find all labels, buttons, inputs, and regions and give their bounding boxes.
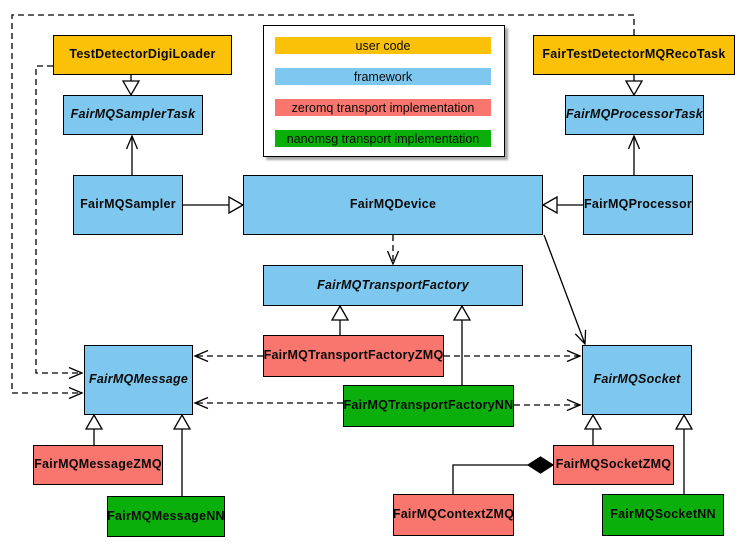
arrowhead-triangle-fairmqmessagezmq-to-fairmqmessage [84,413,104,430]
class-label-fairmqtransportfactory: FairMQTransportFactory [317,277,469,292]
class-box-fairmqsamplertask: FairMQSamplerTask [63,95,203,135]
arrowhead-triangle-fairmqprocessor-to-fairmqdevice [541,195,558,215]
arrowhead-chevron-fairmqdevice-to-fairmqsocket [574,329,587,346]
class-box-fairmqsocketzmq: FairMQSocketZMQ [553,445,674,485]
class-label-fairmqmessagezmq: FairMQMessageZMQ [34,457,162,472]
arrowhead-chevron-fairmqtransportfactoryzmq-to-fairmqsocket [566,349,582,363]
arrowhead-triangle-fairmqtransportfactorynn-to-fairmqtransportfactory [452,304,472,321]
class-label-fairmqsocket: FairMQSocket [593,372,681,387]
arrowhead-chevron-fairmqprocessor-to-fairmqprocessortask [627,134,641,150]
arrowhead-triangle-fairmqsocketnn-to-fairmqsocket [674,413,694,430]
class-box-fairmqmessagezmq: FairMQMessageZMQ [33,445,163,485]
edge-fairtestdetectormqrecotask-to-fairmqmessage [11,14,635,394]
arrowhead-triangle-testdetectordigiloader-to-fairmqsamplertask [121,80,141,97]
class-box-fairmqtransportfactorynn: FairMQTransportFactoryNN [343,385,514,427]
class-label-fairmqsampler: FairMQSampler [80,197,176,212]
legend-label-nanomsg: nanomsg transport implementation [286,131,480,146]
class-label-fairmqtransportfactorynn: FairMQTransportFactoryNN [343,398,514,413]
class-box-testdetectordigiloader: TestDetectorDigiLoader [53,35,232,75]
edge-fairmqcontextzmq-to-fairmqsocketzmq [452,464,528,494]
class-label-fairmqprocessortask: FairMQProcessorTask [566,107,703,122]
class-box-fairmqprocessortask: FairMQProcessorTask [565,95,704,135]
class-label-fairmqcontextzmq: FairMQContextZMQ [392,507,515,522]
class-box-fairmqsocketnn: FairMQSocketNN [602,494,724,536]
arrowhead-chevron-fairmqsampler-to-fairmqsamplertask [125,134,139,150]
arrowhead-triangle-fairmqsampler-to-fairmqdevice [228,195,245,215]
legend: user code framework zeromq transport imple… [263,25,505,157]
arrowhead-diamond-fairmqcontextzmq-to-fairmqsocketzmq [526,456,555,474]
arrowhead-triangle-fairmqtransportfactoryzmq-to-fairmqtransportfactory [330,304,350,321]
class-label-testdetectordigiloader: TestDetectorDigiLoader [69,47,216,62]
edge-fairmqdevice-to-fairmqsocket [543,234,586,345]
legend-item-zeromq: zeromq transport implementation [275,99,491,116]
class-label-fairmqprocessor: FairMQProcessor [584,197,692,212]
legend-label-user: user code [355,38,411,53]
class-label-fairmqsocketnn: FairMQSocketNN [610,507,716,522]
class-box-fairmqtransportfactoryzmq: FairMQTransportFactoryZMQ [263,335,444,377]
arrowhead-chevron-fairtestdetectormqrecotask-to-fairmqmessage [68,386,84,400]
class-label-fairmqtransportfactoryzmq: FairMQTransportFactoryZMQ [263,348,444,363]
arrowhead-triangle-fairmqmessagenn-to-fairmqmessage [172,413,192,430]
legend-label-framework: framework [353,69,413,84]
arrowhead-chevron-fairmqtransportfactorynn-to-fairmqmessage [193,396,209,410]
class-box-fairmqcontextzmq: FairMQContextZMQ [393,494,514,536]
class-box-fairmqprocessor: FairMQProcessor [583,175,693,235]
legend-item-nanomsg: nanomsg transport implementation [275,130,491,147]
class-label-fairmqmessagenn: FairMQMessageNN [107,508,225,523]
class-box-fairmqtransportfactory: FairMQTransportFactory [263,265,523,306]
class-label-fairmqsocketzmq: FairMQSocketZMQ [555,457,672,472]
arrowhead-triangle-fairmqsocketzmq-to-fairmqsocket [583,413,603,430]
arrowhead-chevron-fairmqtransportfactoryzmq-to-fairmqmessage [193,349,209,363]
class-box-fairmqsampler: FairMQSampler [73,175,183,235]
arrowhead-chevron-fairmqdevice-to-fairmqtransportfactory [386,250,400,266]
class-box-fairmqdevice: FairMQDevice [243,175,543,235]
class-box-fairmqmessagenn: FairMQMessageNN [107,496,225,537]
edge-testdetectordigiloader-to-fairmqmessage [35,65,82,374]
class-label-fairmqsamplertask: FairMQSamplerTask [70,107,196,122]
class-label-fairmqmessage: FairMQMessage [88,372,189,387]
class-label-fairtestdetectormqrecotask: FairTestDetectorMQRecoTask [542,47,726,62]
class-label-fairmqdevice: FairMQDevice [349,197,437,212]
legend-item-user: user code [275,37,491,54]
arrowhead-chevron-testdetectordigiloader-to-fairmqmessage [68,366,84,380]
arrowhead-chevron-fairmqtransportfactorynn-to-fairmqsocket [566,398,582,412]
legend-label-zeromq: zeromq transport implementation [291,100,475,115]
arrowhead-triangle-fairtestdetectormqrecotask-to-fairmqprocessortask [624,80,644,97]
legend-item-framework: framework [275,68,491,85]
class-box-fairmqsocket: FairMQSocket [582,345,692,415]
class-box-fairmqmessage: FairMQMessage [84,345,193,415]
class-box-fairtestdetectormqrecotask: FairTestDetectorMQRecoTask [533,35,735,75]
